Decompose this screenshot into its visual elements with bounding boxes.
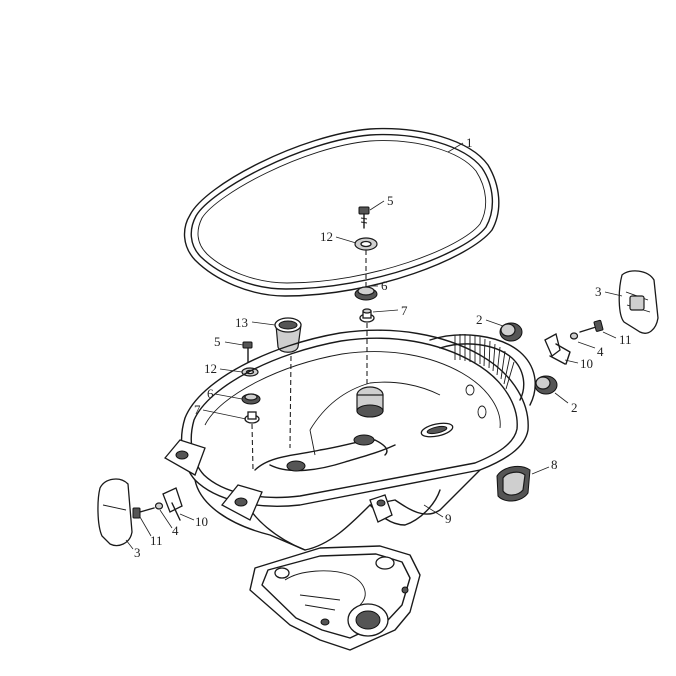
lower-frame-bracket bbox=[249, 545, 421, 651]
assembly-line-left bbox=[251, 423, 254, 471]
callout-6-top: 6 bbox=[381, 278, 388, 293]
part-6-grommet-top bbox=[354, 286, 378, 301]
callout-7-left: 7 bbox=[194, 402, 201, 417]
part-1-lid-gasket bbox=[183, 127, 500, 297]
part-7-collar-left bbox=[244, 411, 260, 424]
part-12-washer-top bbox=[354, 237, 378, 251]
part-11-screw-left bbox=[132, 507, 155, 519]
part-4-washer-right bbox=[569, 332, 579, 340]
part-11-screw-right bbox=[579, 319, 604, 333]
callout-12-left: 12 bbox=[204, 361, 217, 376]
callout-2-upper: 2 bbox=[476, 312, 483, 327]
part-9-storage-box bbox=[164, 329, 536, 551]
part-10-latch-left bbox=[162, 487, 183, 521]
assembly-line-cup bbox=[289, 355, 292, 449]
callout-7-top: 7 bbox=[401, 303, 408, 318]
callout-11-right: 11 bbox=[619, 332, 632, 347]
callout-11-left: 11 bbox=[150, 533, 163, 548]
callout-4-left: 4 bbox=[172, 523, 179, 538]
callout-13: 13 bbox=[235, 315, 248, 330]
callouts: 1 5 12 6 7 13 5 12 6 7 2 2 3 4 11 10 8 9… bbox=[134, 135, 632, 560]
callout-5-left: 5 bbox=[214, 334, 221, 349]
part-8-pad bbox=[496, 465, 531, 502]
callout-4-right: 4 bbox=[597, 344, 604, 359]
part-3-cover-left bbox=[97, 478, 133, 547]
part-6-grommet-left bbox=[241, 393, 261, 405]
callout-12-top: 12 bbox=[320, 229, 333, 244]
part-4-washer-left bbox=[154, 502, 164, 510]
callout-5-top: 5 bbox=[387, 193, 394, 208]
callout-1: 1 bbox=[466, 135, 473, 150]
part-10-latch-right bbox=[544, 333, 571, 365]
part-5-bolt-left bbox=[242, 341, 253, 363]
callout-8: 8 bbox=[551, 457, 558, 472]
callout-2-lower: 2 bbox=[571, 400, 578, 415]
callout-3-left: 3 bbox=[134, 545, 141, 560]
callout-6-left: 6 bbox=[207, 386, 214, 401]
callout-10-right: 10 bbox=[580, 356, 593, 371]
part-2-grommet-lower bbox=[534, 375, 558, 395]
leader-lines bbox=[125, 142, 623, 550]
callout-10-left: 10 bbox=[195, 514, 208, 529]
part-2-grommet-upper bbox=[499, 322, 523, 342]
part-5-bolt-top bbox=[358, 206, 370, 229]
part-3-cover-right bbox=[618, 270, 659, 334]
part-7-collar-top bbox=[359, 308, 375, 323]
callout-3-right: 3 bbox=[595, 284, 602, 299]
ribbed-hinge bbox=[454, 334, 515, 390]
part-13-cup bbox=[274, 317, 302, 353]
callout-9: 9 bbox=[445, 511, 452, 526]
